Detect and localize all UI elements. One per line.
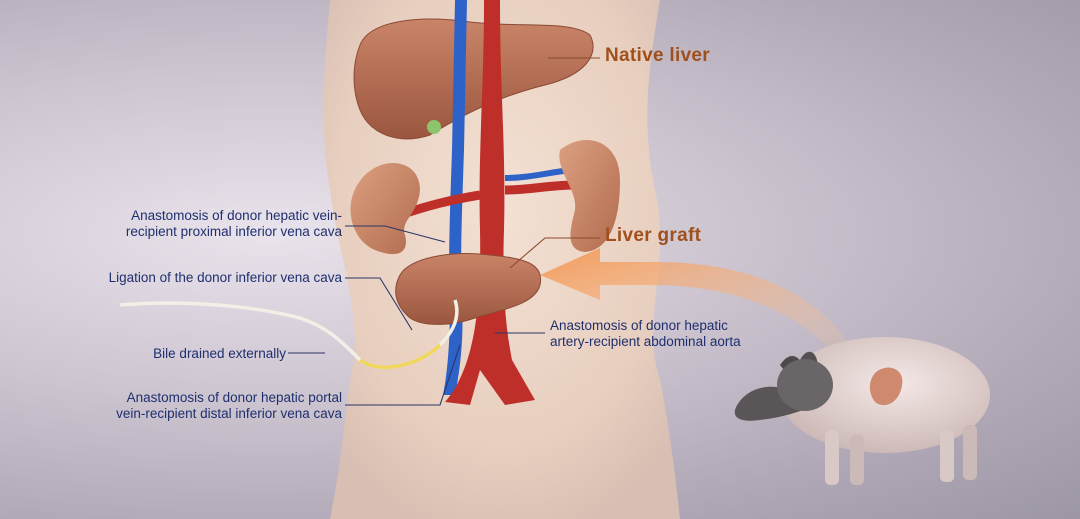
- transfer-arrow: [540, 248, 850, 355]
- leader-lines: [288, 225, 545, 406]
- right-kidney: [559, 140, 620, 252]
- artery-line1: Anastomosis of donor hepatic: [550, 318, 728, 333]
- hepatic-vein-anastomosis-label: Anastomosis of donor hepatic vein- recip…: [50, 208, 342, 239]
- artery-anastomosis-label: Anastomosis of donor hepatic artery-reci…: [550, 318, 741, 349]
- right-renal-artery: [504, 180, 576, 195]
- native-liver-label: Native liver: [605, 45, 710, 66]
- artery-line2: artery-recipient abdominal aorta: [550, 333, 741, 349]
- donor-pig: [734, 337, 990, 485]
- bile-drained-label: Bile drained externally: [153, 346, 286, 361]
- bile-drain-tube: [119, 299, 459, 369]
- left-kidney: [350, 163, 420, 255]
- portal-vein-anastomosis-label: Anastomosis of donor hepatic portal vein…: [40, 390, 342, 421]
- abdominal-aorta: [445, 0, 535, 405]
- hepatic-vein-line2: recipient proximal inferior vena cava: [125, 223, 342, 239]
- liver-graft-label: Liver graft: [605, 225, 702, 246]
- gallbladder: [427, 120, 441, 134]
- hepatic-vein-line1: Anastomosis of donor hepatic vein-: [131, 208, 342, 223]
- ligation-label: Ligation of the donor inferior vena cava: [108, 270, 342, 285]
- liver-graft: [395, 253, 542, 325]
- portal-line1: Anastomosis of donor hepatic portal: [126, 390, 342, 405]
- portal-line2: vein-recipient distal inferior vena cava: [116, 405, 342, 421]
- native-liver: [353, 18, 594, 140]
